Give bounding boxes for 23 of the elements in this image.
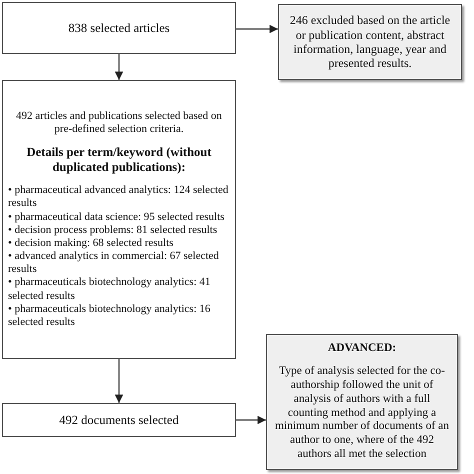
process-box [2,80,236,359]
box-text: Type of analysis selected for the co-authorship followed the unit of analysis of authors with a full counting method and applying a minimum number of documents of an author to one, where of the 492 authors all met the selection [274,365,450,462]
box-text: 492 documents selected [58,412,180,428]
box-heading: ADVANCED: [326,342,398,356]
arrow [236,416,266,424]
box-text: 492 articles and publications selected based on pre-defined selection criteria. [15,110,223,136]
arrow [114,359,124,403]
list-item: • decision making: 68 selected results [8,236,174,250]
process-box [2,403,236,437]
process-box [2,2,236,54]
note-box [278,4,462,80]
note-box [266,334,458,470]
list-item: • pharmaceutical advanced analytics: 124 selected results [8,184,230,211]
list-item: • pharmaceuticals biotechnology analytics: 41 selected results [8,276,212,303]
box-text: 246 excluded based on the article or publication content, abstract information, language, year and presented results. [288,13,452,71]
box-heading: Details per term/keyword (without duplicated publications): [26,145,212,176]
arrow [236,24,278,34]
list-item: • decision process problems: 81 selected results [8,224,218,237]
list-item: • pharmaceutical data science: 95 selected results [8,210,226,224]
list-item: • advanced analytics in commercial: 67 selected results [8,250,220,276]
list-item: • pharmaceuticals biotechnology analytics: 16 selected results [8,302,212,330]
arrow [114,54,124,80]
box-text: 838 selected articles [67,20,171,36]
